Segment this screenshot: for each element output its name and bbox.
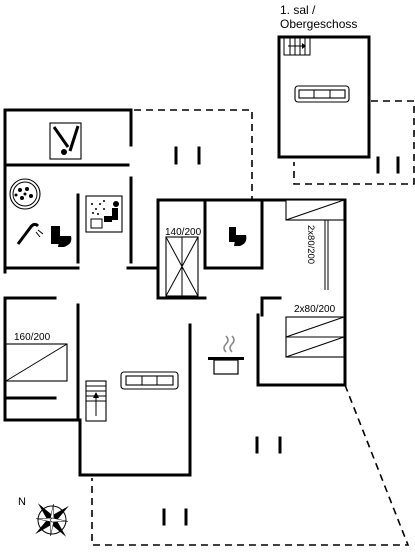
cooking-pot-icon [208,335,244,375]
twin-bed-vertical: 2x80/200 [285,199,345,290]
bed-label-160: 160/200 [14,332,51,343]
toilet-icon [51,226,72,247]
bed-label-2x80-vertical: 2x80/200 [305,225,316,264]
staircase-upper [283,37,311,56]
toilet-icon-2 [229,227,247,246]
upper-floor-label-line-1: 1. sal / [280,3,316,17]
compass-rose: N [18,496,69,537]
bed-label-2x80-horizontal: 2x80/200 [294,304,336,315]
sauna-icon [49,122,82,160]
bed-label-140: 140/200 [165,227,202,238]
staircase-ground [85,380,107,422]
ground-floor-walls [3,108,347,477]
door-marks [162,146,400,526]
compass-north-letter: N [18,496,26,508]
double-bed-140: 140/200 [165,227,202,297]
twin-bed-horizontal: 2x80/200 [285,304,345,358]
sofa-icon [120,371,179,390]
upper-floor-outline [277,35,371,159]
upper-floor-terrace-outline [293,100,415,185]
shower-icon [16,222,44,245]
double-bed-160: 160/200 [5,332,68,382]
upper-floor-label-line-2: Obergeschoss [280,17,357,31]
sofa-upper [294,85,350,103]
steam-bath-icon [85,195,123,233]
upper-floor: 1. sal / Obergeschoss [277,3,415,185]
spa-bath-icon [9,178,41,210]
terrace-outlines [91,109,410,546]
